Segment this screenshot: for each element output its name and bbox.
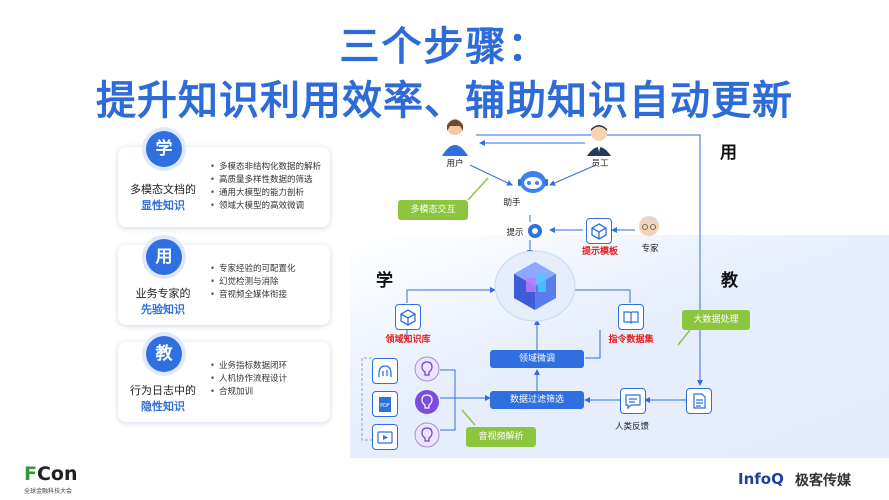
document-icon: [686, 388, 712, 414]
bullet: 多模态非结构化数据的解析: [210, 161, 321, 174]
title-line-1: 三个步骤：: [339, 24, 550, 70]
human-feedback-label: 人类反馈: [614, 422, 649, 432]
employee-avatar-icon: [585, 122, 613, 156]
bullet: 业务指标数据闭环: [210, 360, 287, 373]
instruction-dataset-label: 指令数据集: [608, 335, 654, 345]
big-data-processing-box: 大数据处理: [682, 310, 750, 330]
gear-icon: [526, 222, 544, 240]
infoq-logo: InfoQ: [738, 470, 784, 488]
footer: [0, 458, 889, 500]
pdf-file-icon: PDF: [372, 391, 398, 417]
central-model-cube-icon: [494, 250, 576, 322]
data-filter-box: 数据过滤筛选: [490, 391, 584, 409]
bullet: 通用大模型的能力剖析: [210, 187, 321, 200]
card-learn-bullets: 多模态非结构化数据的解析 高质量多样性数据的筛选 通用大模型的能力剖析 领域大模…: [210, 161, 321, 213]
title-line-2: 提升知识利用效率、辅助知识自动更新: [96, 78, 793, 124]
user-avatar-icon: [440, 116, 470, 156]
section-use-label: 用: [720, 143, 737, 163]
section-teach-label: 教: [721, 271, 738, 291]
expert-label: 专家: [641, 244, 659, 254]
user-label: 用户: [446, 159, 464, 169]
audio-icon: [372, 358, 398, 384]
domain-finetune-box: 领域微调: [490, 350, 584, 368]
card-use-title: 业务专家的: [135, 287, 191, 300]
card-teach-bullets: 业务指标数据闭环 人机协作流程设计 合规加训: [210, 360, 287, 399]
card-use-bullets: 专家经验的可配置化 幻觉检测与消除 音视频全媒体衔接: [210, 263, 296, 302]
bullet: 高质量多样性数据的筛选: [210, 174, 321, 187]
domain-kb-label: 领域知识库: [385, 335, 431, 345]
multimodal-interaction-box: 多模态交互: [398, 200, 468, 220]
fcon-subtitle: 全球金融科技大会: [24, 488, 73, 495]
svg-text:PDF: PDF: [380, 403, 390, 409]
badge-use: 用: [146, 239, 182, 275]
expert-avatar-icon: [636, 214, 662, 240]
lightbulb-icon: [414, 422, 440, 448]
fcon-logo: FCon: [24, 463, 78, 485]
video-icon: [372, 424, 398, 450]
bullet: 领域大模型的高效微调: [210, 200, 321, 213]
jike-media-logo: 极客传媒: [795, 473, 851, 489]
employee-label: 员工: [591, 159, 609, 169]
lightbulb-icon: [414, 389, 440, 415]
prompt-template-label: 提示模板: [581, 247, 618, 257]
badge-learn: 学: [146, 131, 182, 167]
bullet: 人机协作流程设计: [210, 373, 287, 386]
bullet: 合规加训: [210, 386, 287, 399]
badge-teach: 教: [146, 336, 182, 372]
assistant-label: 助手: [503, 198, 521, 208]
human-feedback-chat-icon: [620, 388, 646, 414]
av-parse-box: 音视频解析: [466, 427, 536, 447]
card-teach-highlight: 隐性知识: [141, 400, 185, 413]
prompt-template-cube-icon: [586, 218, 612, 244]
bullet: 音视频全媒体衔接: [210, 289, 296, 302]
robot-assistant-icon: [516, 168, 550, 194]
card-learn-highlight: 显性知识: [141, 199, 185, 212]
lightbulb-icon: [414, 356, 440, 382]
prompt-label: 提示: [506, 228, 524, 238]
card-teach-title: 行为日志中的: [130, 384, 196, 397]
domain-kb-cube-icon: [395, 304, 421, 330]
fcon-logo-f: F: [24, 463, 37, 485]
card-use-highlight: 先验知识: [141, 303, 185, 316]
fcon-logo-rest: Con: [36, 463, 78, 485]
card-learn-title: 多模态文档的: [130, 183, 196, 196]
bullet: 专家经验的可配置化: [210, 263, 296, 276]
instruction-dataset-book-icon: [618, 304, 644, 330]
bullet: 幻觉检测与消除: [210, 276, 296, 289]
section-learn-label: 学: [376, 271, 393, 291]
diagram-background: [350, 235, 889, 470]
